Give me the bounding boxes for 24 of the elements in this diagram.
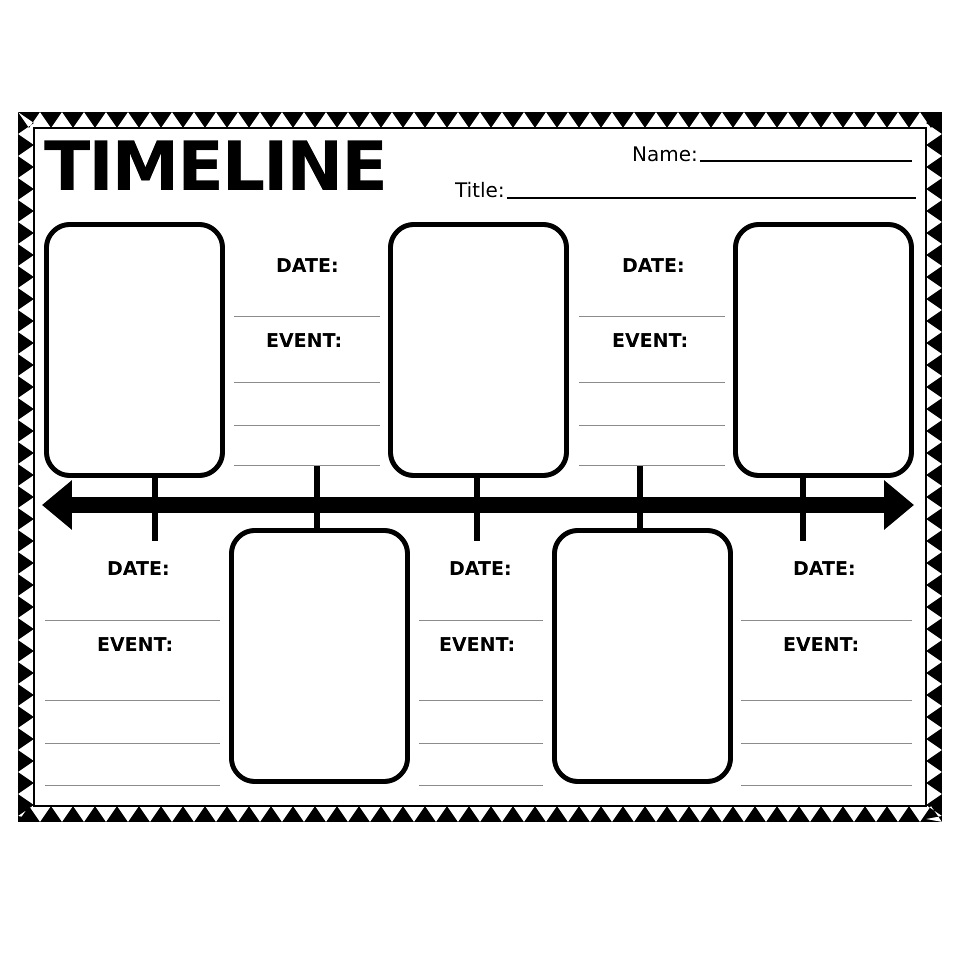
- timeline-arrow: [42, 480, 914, 530]
- picture-box: [733, 222, 914, 478]
- connector-line: [800, 478, 806, 497]
- connector-line: [637, 513, 643, 528]
- name-label: Name:: [632, 142, 698, 166]
- connector-line: [314, 513, 320, 528]
- field-label: EVENT:: [612, 330, 688, 352]
- title: TIMELINE: [44, 128, 386, 208]
- field-label: EVENT:: [97, 634, 174, 656]
- title-label: Title:: [455, 178, 505, 202]
- picture-box: [44, 222, 225, 478]
- connector-line: [474, 478, 480, 497]
- field-label: DATE:: [622, 255, 685, 277]
- field-label: DATE:: [107, 558, 170, 580]
- field-label: EVENT:: [439, 634, 516, 656]
- field-label: EVENT:: [266, 330, 342, 352]
- field-label: DATE:: [276, 255, 339, 277]
- field-label: DATE:: [449, 558, 512, 580]
- picture-box: [388, 222, 569, 478]
- picture-box: [229, 528, 410, 784]
- connector-line: [152, 478, 158, 497]
- field-label: DATE:: [793, 558, 856, 580]
- picture-box: [552, 528, 733, 784]
- field-label: EVENT:: [783, 634, 860, 656]
